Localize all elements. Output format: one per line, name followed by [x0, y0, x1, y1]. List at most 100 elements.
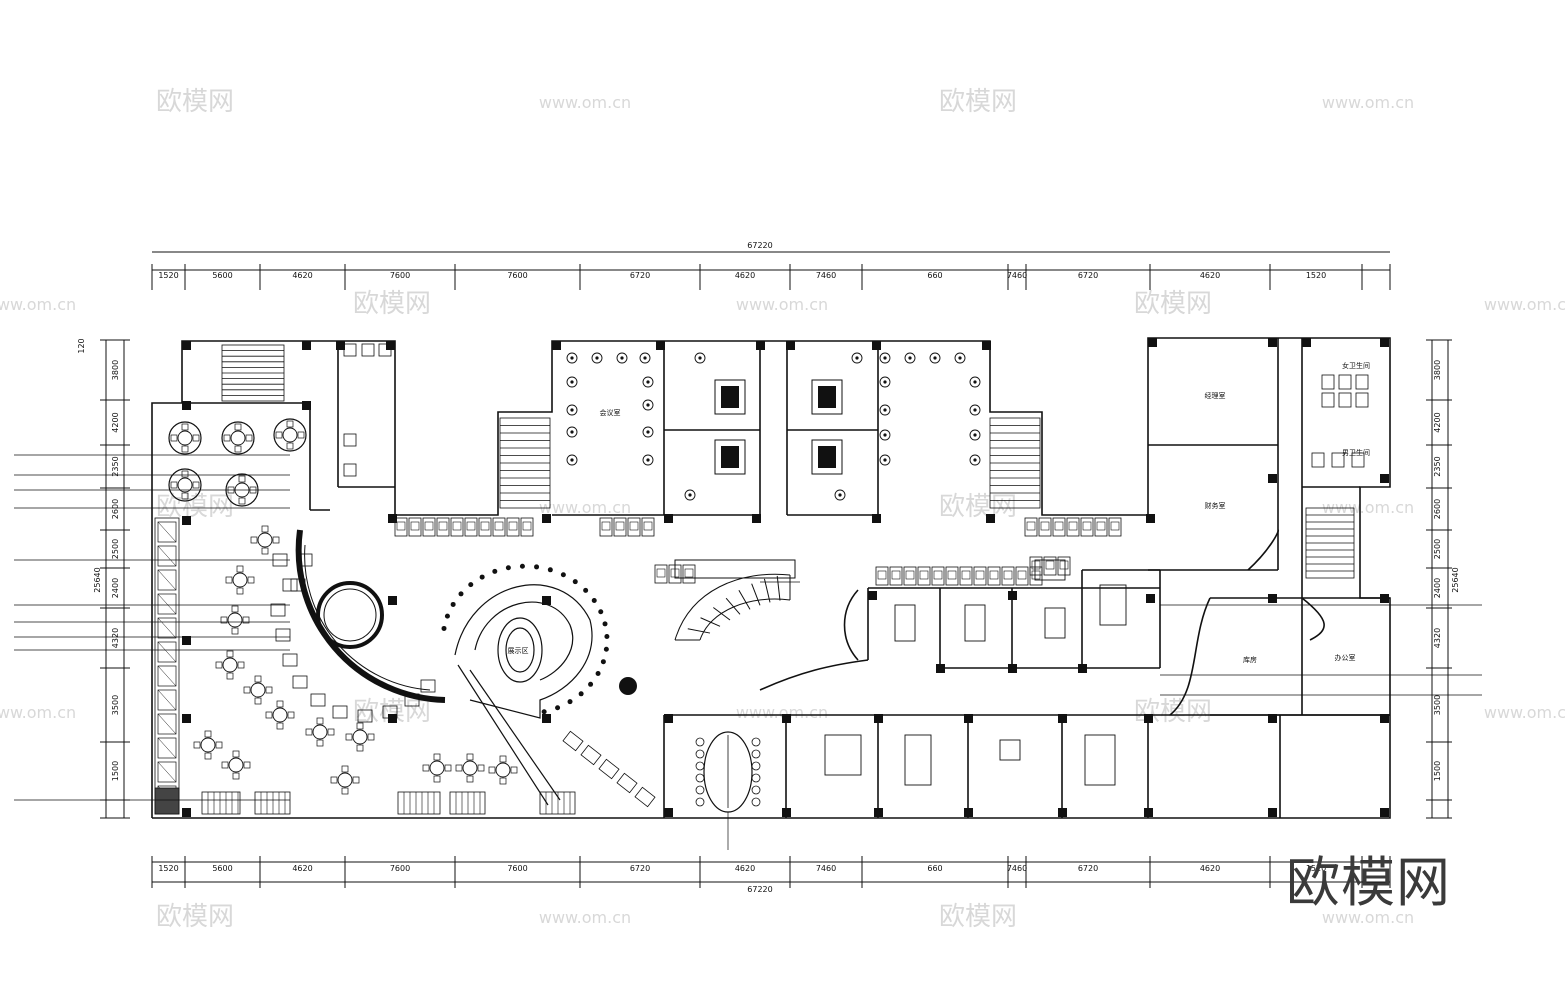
chair-icon [226, 650, 234, 658]
desk-icon [598, 758, 620, 780]
chair-icon [261, 547, 269, 555]
column-icon [1078, 664, 1087, 673]
fixture-icon [361, 343, 375, 357]
plant-icon [570, 356, 574, 360]
column-icon [182, 338, 1389, 817]
column-icon [1144, 808, 1153, 817]
column-icon [982, 341, 991, 350]
dimension-label: 4200 [111, 412, 120, 432]
chair-icon [499, 777, 507, 785]
round-table-icon [462, 760, 478, 776]
stair-step [763, 578, 771, 603]
chair-icon [452, 521, 462, 531]
desk-icon [641, 517, 655, 537]
desk-icon [562, 730, 584, 752]
plant-icon [566, 352, 981, 501]
annotation-leaders [14, 454, 1482, 850]
chair-icon [276, 700, 284, 708]
dimension-label: 6720 [630, 864, 650, 873]
dimension-label: 7460 [1007, 864, 1027, 873]
chair-icon [466, 775, 474, 783]
toilet-icon [1321, 374, 1335, 390]
overall-dimension-top: 67220 [747, 241, 772, 250]
column-icon [302, 401, 311, 410]
desk-icon [1024, 517, 1038, 537]
chair-icon [420, 679, 436, 693]
watermark-text: www.om.cn [539, 498, 631, 517]
chair-icon [247, 576, 255, 584]
sofa-icon [714, 439, 746, 475]
chair-icon [670, 568, 680, 578]
window-frame [254, 791, 291, 815]
plant-icon [566, 454, 578, 466]
display-dot [534, 564, 540, 570]
window-pane [154, 787, 180, 815]
dimension-label: 1520 [158, 864, 178, 873]
meeting-table-icon [964, 604, 986, 642]
dimension-label: 5600 [212, 271, 232, 280]
column-icon [964, 714, 973, 723]
sofa-icon [721, 446, 739, 468]
desk-icon [889, 566, 903, 586]
room-label-finance: 财务室 [1205, 501, 1226, 510]
desk-icon [436, 517, 450, 537]
chair-icon [192, 481, 200, 489]
round-table-icon [250, 682, 266, 698]
column-icon [1268, 714, 1277, 723]
display-dot [604, 634, 610, 640]
column-icon [182, 636, 191, 645]
window-pane [157, 689, 177, 711]
column-icon [1146, 514, 1155, 523]
display-dot [598, 609, 604, 615]
window-pane [157, 569, 177, 591]
round-table-icon [429, 760, 445, 776]
sofa-icon [818, 446, 836, 468]
round-table-icon [177, 477, 193, 493]
desk-icon [945, 566, 959, 586]
desk-icon [668, 564, 682, 584]
chair-icon [905, 570, 915, 580]
column-icon [872, 341, 881, 350]
chair-icon [297, 431, 305, 439]
chair-icon [1082, 521, 1092, 531]
desk-icon [634, 786, 656, 808]
chair-icon [1054, 521, 1064, 531]
chair-icon [215, 741, 223, 749]
stair-step [751, 583, 761, 606]
stair-step [776, 575, 781, 601]
chair-icon [276, 722, 284, 730]
chair-icon [261, 525, 269, 533]
chair-icon [352, 776, 360, 784]
display-dot [519, 563, 525, 569]
display-dot [547, 567, 553, 573]
round-table-icon [312, 724, 328, 740]
dimension-label: 1500 [111, 761, 120, 781]
column-icon [388, 596, 397, 605]
chair-icon [695, 749, 705, 759]
dimension-label: 7600 [507, 271, 527, 280]
left-total-dimension: 25640 [93, 567, 102, 592]
plant-icon [834, 489, 846, 501]
display-dot [505, 565, 511, 571]
plant-icon [566, 376, 578, 388]
desk-icon [1057, 556, 1071, 576]
chair-icon [265, 686, 273, 694]
plant-icon [838, 493, 842, 497]
chair-icon [488, 766, 496, 774]
chair-icon [265, 711, 273, 719]
watermark-text: 欧模网 [939, 492, 1017, 522]
chair-icon [1059, 560, 1069, 570]
round-sofa-icon [273, 418, 307, 452]
column-icon [182, 341, 191, 350]
chair-icon [286, 442, 294, 450]
chair-icon [424, 521, 434, 531]
plant-icon [973, 433, 977, 437]
chair-icon [316, 717, 324, 725]
plant-icon [566, 352, 578, 364]
watermark-text: www.om.cn [736, 703, 828, 722]
right-total-dimension: 25640 [1451, 567, 1460, 592]
dimension-label: 2600 [111, 499, 120, 519]
display-dot [541, 709, 547, 715]
chair-icon [238, 497, 246, 505]
window-pane [157, 737, 177, 759]
